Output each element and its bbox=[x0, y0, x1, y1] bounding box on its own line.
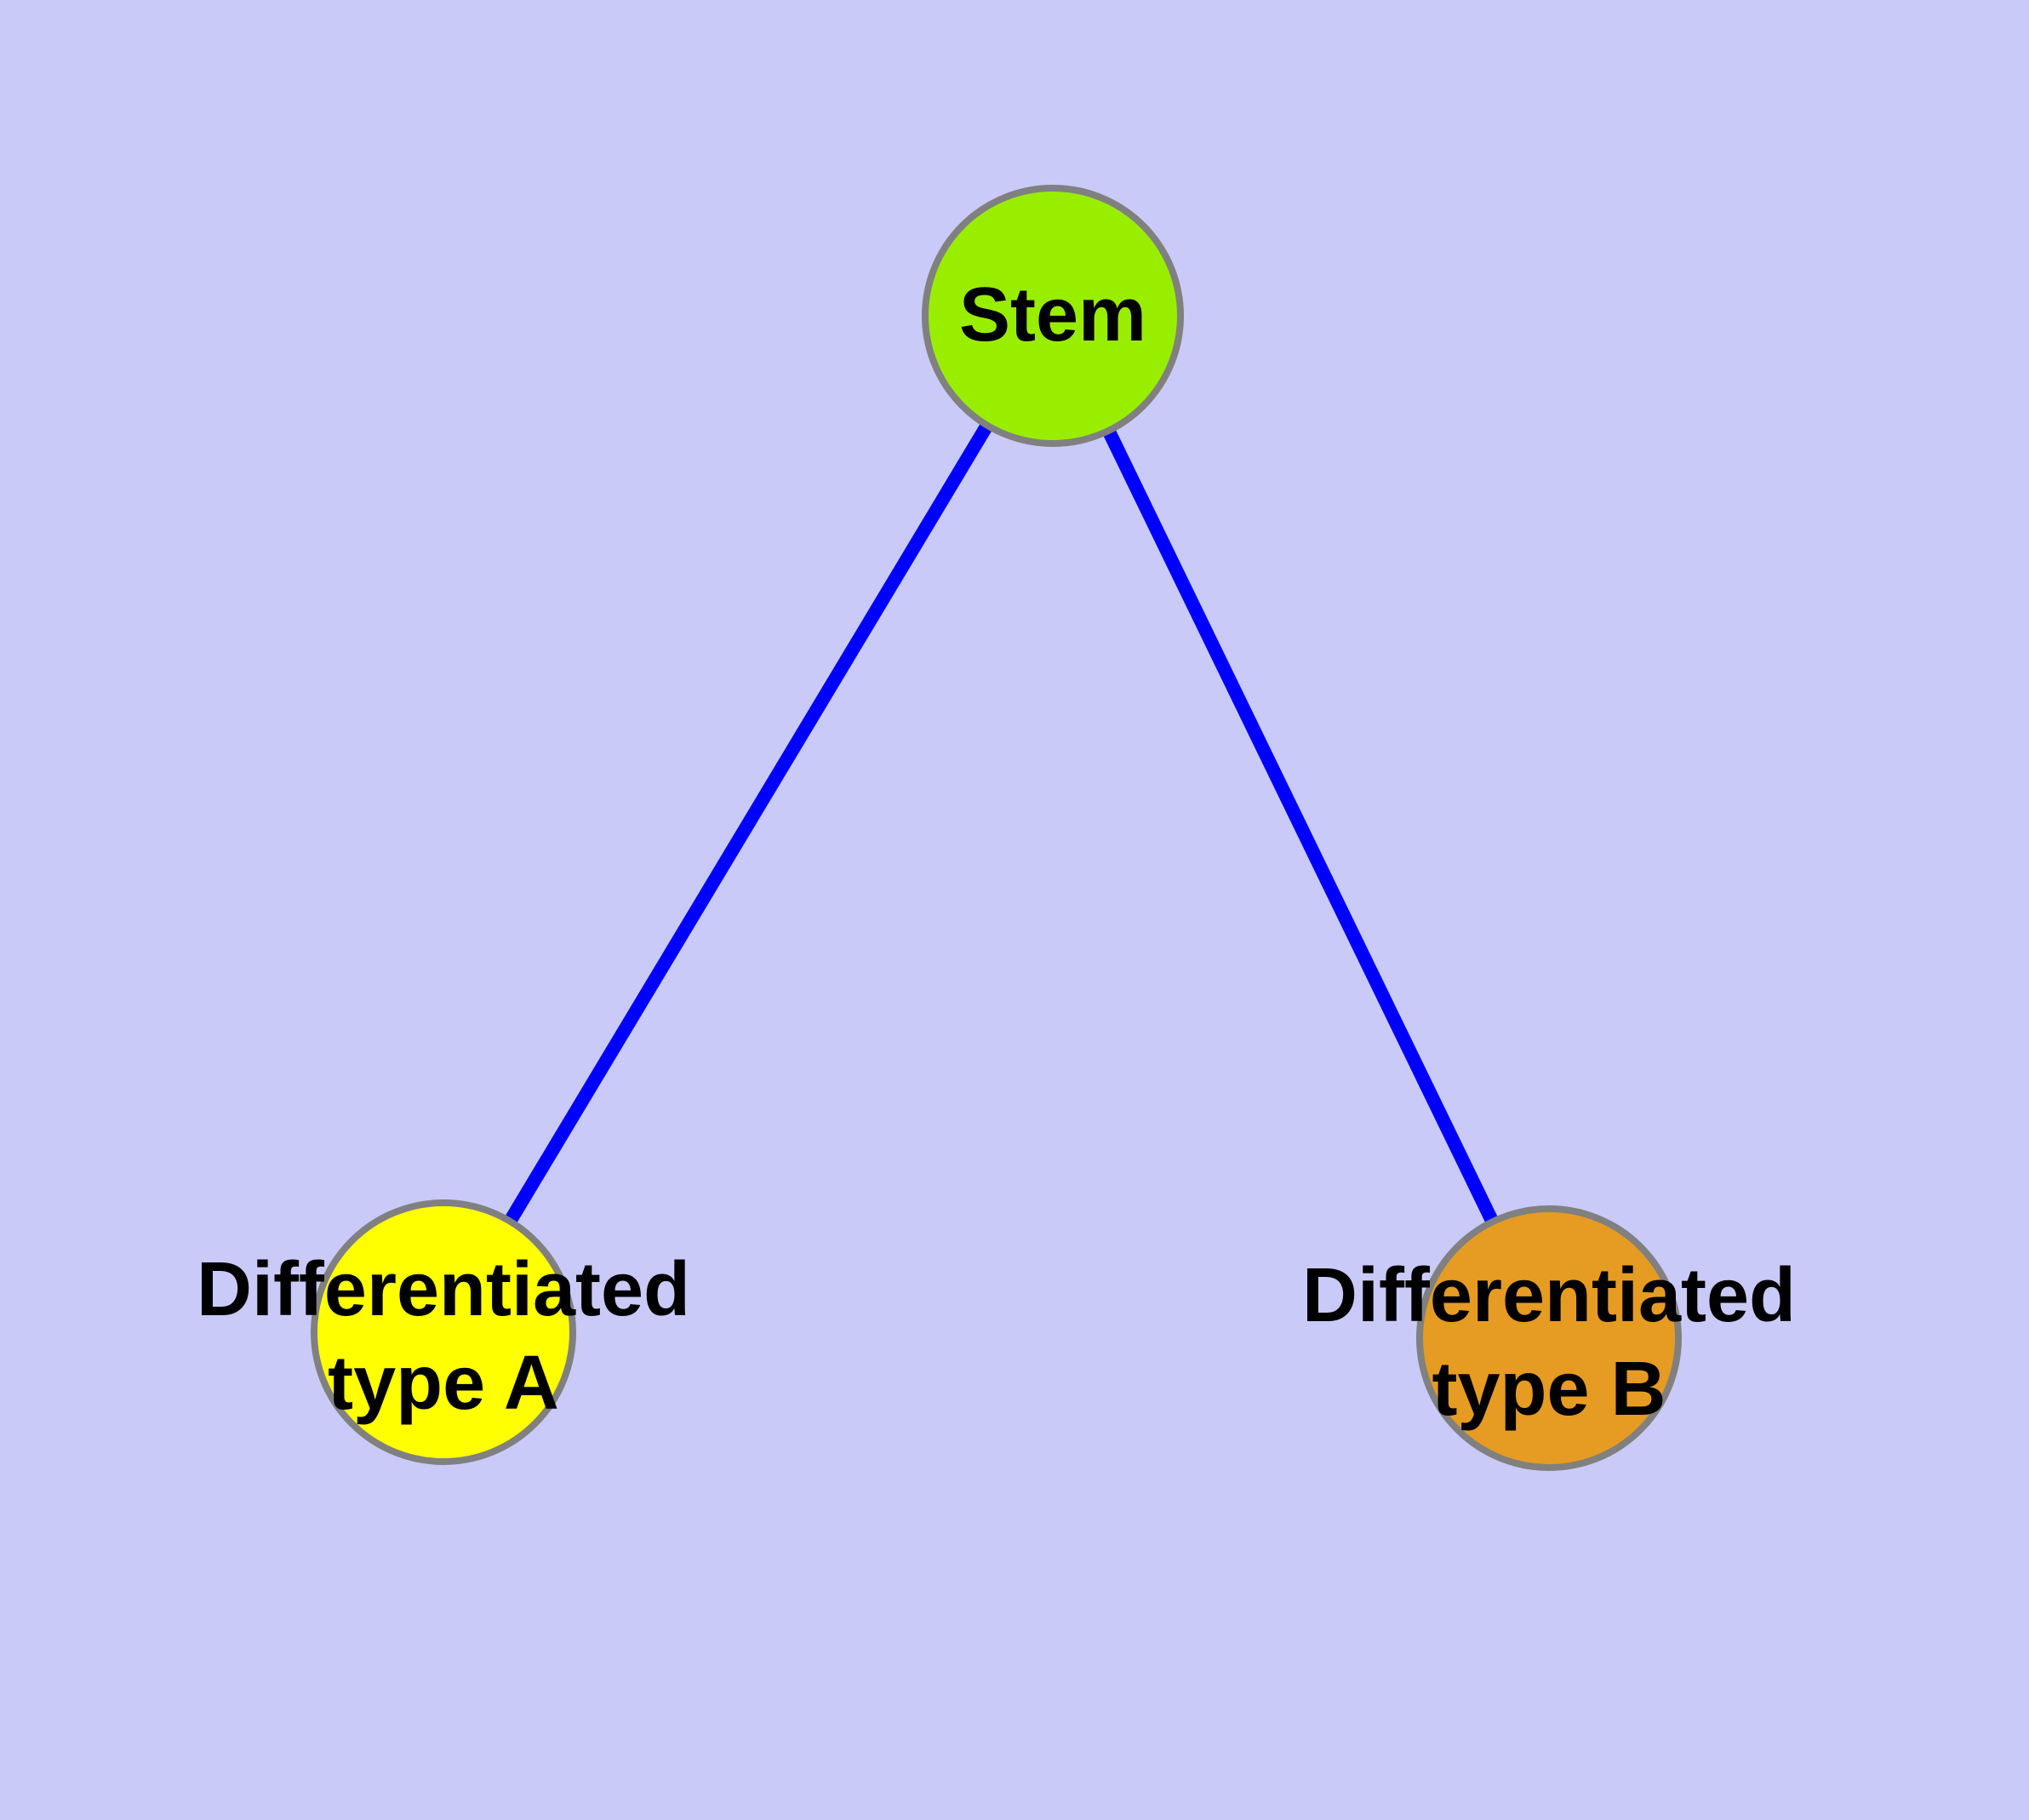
node-labels: Stem Differentiated type A Differentiate… bbox=[197, 272, 1796, 1432]
stem-node-label: Stem bbox=[959, 272, 1146, 358]
type-b-node-label-line1: Differentiated bbox=[1302, 1253, 1796, 1338]
stem-node-circle bbox=[922, 185, 1184, 447]
node-stem bbox=[922, 185, 1184, 447]
type-b-node-circle bbox=[1416, 1205, 1682, 1471]
type-a-node-circle bbox=[311, 1199, 576, 1465]
node-differentiated-type-a bbox=[311, 1199, 576, 1465]
type-a-node-label-line2: type A bbox=[328, 1341, 559, 1426]
type-a-node-label-line1: Differentiated bbox=[197, 1247, 690, 1332]
edge-stem-to-type-a bbox=[437, 312, 1059, 1336]
node-differentiated-type-b bbox=[1416, 1205, 1682, 1471]
edge-stem-to-type-b bbox=[1046, 312, 1556, 1342]
type-b-node-label-line2: type B bbox=[1432, 1347, 1666, 1432]
